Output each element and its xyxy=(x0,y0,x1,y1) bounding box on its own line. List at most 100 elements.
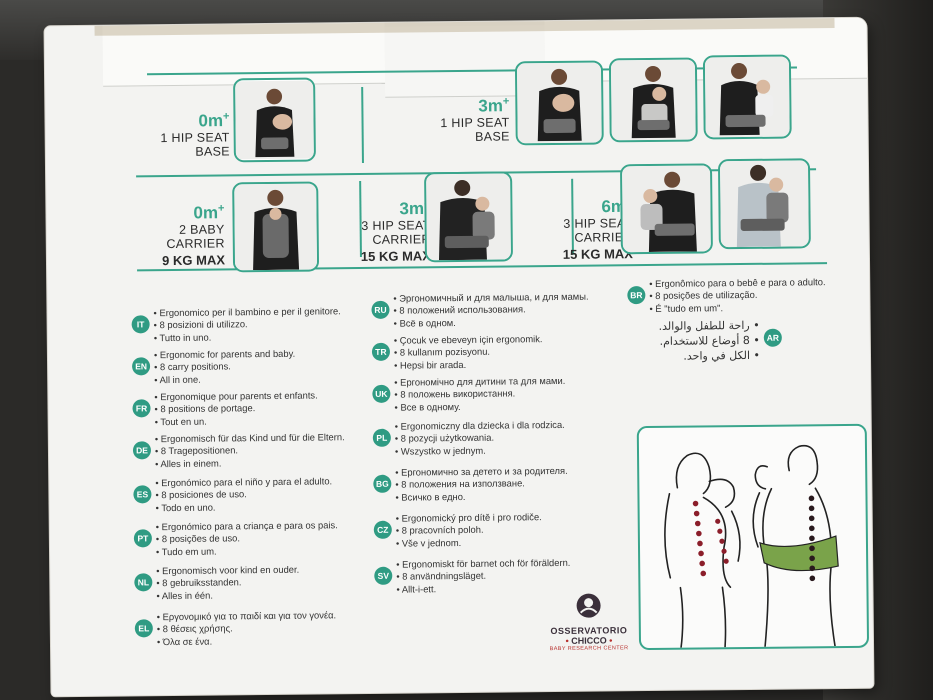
language-text-line: Çocuk ve ebeveyn için ergonomik. xyxy=(399,333,543,346)
language-block: • Эргономичный и для малыша, и для мамы.… xyxy=(393,290,623,330)
language-text: • Όλα σε ένα. xyxy=(156,635,213,647)
language-block: • Ергономично за детето и за родителя. •… xyxy=(395,464,625,504)
language-text-line: 8 pozycji użytkowania. xyxy=(400,432,495,445)
logo-name: OSSERVATORIO xyxy=(550,625,628,637)
language-text-line: Ergonómico para el niño y para el adulto… xyxy=(161,475,333,489)
mode-label: 0m+ 1 HIP SEAT BASE xyxy=(129,110,230,159)
mode-age: 3m xyxy=(399,199,425,219)
language-text-line: 8 posizioni di utilizzo. xyxy=(159,318,248,331)
carrier-photo xyxy=(514,60,604,146)
language-text-line: Ergonomisch für das Kind und für die Elt… xyxy=(160,431,345,445)
carrier-photo xyxy=(608,57,698,143)
language-text: • الكل في واحد. xyxy=(683,348,761,363)
language-code-badge: FR xyxy=(132,399,151,418)
language-text-line: Hepsi bir arada. xyxy=(399,358,467,371)
language-text-line: Tutto in uno. xyxy=(159,331,212,343)
language-text-line: 8 posições de utilização. xyxy=(655,289,758,302)
language-block: • Ergonomický pro dítě i pro rodiče. • 8… xyxy=(396,510,626,550)
language-block: • Ergonómico para el niño y para el adul… xyxy=(155,475,385,515)
language-text-line: Всё в одном. xyxy=(399,316,456,329)
language-text: • Всё в одном. xyxy=(393,316,456,329)
mode-age-suffix: + xyxy=(502,95,510,108)
language-text-line: Всичко в едно. xyxy=(401,490,466,503)
language-text-line: راحة للطفل والوالد. xyxy=(658,318,750,333)
language-block: • Ergonómico para a criança e para os pa… xyxy=(156,519,386,559)
language-text-line: 8 θέσεις χρήσης. xyxy=(162,622,233,635)
language-text: • Tutto in uno. xyxy=(153,331,212,344)
product-box: 0m+ 1 HIP SEAT BASE 3m+ 1 HIP SEAT BASE … xyxy=(44,17,874,697)
mode-line: BASE xyxy=(475,129,510,144)
language-text-line: الكل في واحد. xyxy=(683,348,751,363)
language-text: • Vše v jednom. xyxy=(395,536,462,549)
language-code-badge: EL xyxy=(134,619,153,638)
language-block: • Ergonomisch voor kind en ouder. • 8 ge… xyxy=(156,563,386,603)
carrier-photo xyxy=(424,171,514,263)
mode-label: 3m+ 3 HIP SEAT CARRIER 15 KG MAX xyxy=(328,198,431,264)
language-block: • Ergonômico para o bebê e para o adulto… xyxy=(649,276,859,315)
language-text-line: Όλα σε ένα. xyxy=(162,635,213,647)
mode-label: 6m+ 3 HIP SEAT CARRIER 15 KG MAX xyxy=(530,196,633,262)
language-text-line: Εργονομικό για το παιδί και για τον γονέ… xyxy=(162,609,337,623)
logo-brand: CHICCO xyxy=(571,635,607,646)
mode-max-weight: 9 KG MAX xyxy=(162,252,226,268)
language-text-line: 8 carry positions. xyxy=(159,360,231,373)
language-code-badge: BR xyxy=(627,286,646,305)
mode-line: CARRIER xyxy=(574,229,633,245)
language-text-line: Wszystko w jednym. xyxy=(400,444,486,457)
mode-age-suffix: + xyxy=(222,110,230,123)
language-text-line: 8 posiciones de uso. xyxy=(161,488,247,501)
language-text-line: 8 Tragepositionen. xyxy=(160,444,239,457)
language-text: • Tudo em um. xyxy=(155,545,217,557)
language-text-line: 8 أوضاع للاستخدام. xyxy=(659,333,750,348)
language-text: • Wszystko w jednym. xyxy=(394,444,486,457)
language-text-line: Ergonomique pour parents et enfants. xyxy=(160,389,318,403)
language-text: • É "tudo em um". xyxy=(649,302,724,314)
logo-mark-icon xyxy=(576,593,601,618)
carrier-photo xyxy=(233,77,316,163)
divider-bar xyxy=(361,86,364,164)
brand-logo: OSSERVATORIO • CHICCO • BABY RESEARCH CE… xyxy=(538,592,639,652)
language-text: • راحة للطفل والوالد. xyxy=(658,318,760,333)
language-code-badge: ES xyxy=(133,485,152,504)
language-text-line: Все в одному. xyxy=(400,400,461,413)
language-text-line: Tudo em um. xyxy=(161,545,217,557)
language-text-line: Tout en un. xyxy=(160,415,207,427)
language-block: • Ергономічно для дитини та для мами. • … xyxy=(394,374,624,414)
language-code-badge: UK xyxy=(372,384,391,403)
language-code-badge: RU xyxy=(371,300,390,319)
language-text-line: 8 användningsläget. xyxy=(402,570,487,583)
language-text-line: Ergonomisch voor kind en ouder. xyxy=(162,563,300,577)
carrier-photo xyxy=(619,163,713,255)
mode-max-weight: 15 KG MAX xyxy=(360,247,432,264)
carrier-photo xyxy=(702,54,792,140)
language-block: • Ergonomiczny dla dziecka i dla rodzica… xyxy=(395,418,625,458)
language-block: • Ergonomico per il bambino e per il gen… xyxy=(153,305,383,345)
mode-line: 3 HIP SEAT xyxy=(563,215,633,231)
language-text-line: 8 kullanım pozisyonu. xyxy=(399,346,491,359)
language-block: • Εργονομικό για το παιδί και για τον γο… xyxy=(157,609,387,649)
language-block: • Ergonomiskt för barnet och för förälde… xyxy=(396,556,626,596)
language-block: • راحة للطفل والوالد. • 8 أوضاع للاستخدا… xyxy=(632,318,761,365)
logo-subtitle: BABY RESEARCH CENTER xyxy=(549,645,629,653)
language-text-line: 8 положений использования. xyxy=(399,303,526,317)
language-text-line: 8 positions de portage. xyxy=(160,402,256,415)
language-text-line: 8 gebruiksstanden. xyxy=(162,576,242,589)
mode-line: 1 HIP SEAT xyxy=(440,115,510,130)
language-code-badge: NL xyxy=(134,573,153,592)
language-code-badge: BG xyxy=(373,474,392,493)
language-code-badge: SV xyxy=(374,566,393,585)
language-text: • Hepsi bir arada. xyxy=(394,358,467,371)
mode-line: CARRIER xyxy=(166,236,225,251)
language-text-line: Ергономічно для дитини та для мами. xyxy=(400,374,566,388)
mode-label: 3m+ 1 HIP SEAT BASE xyxy=(407,95,510,144)
language-text-line: Ergonomico per il bambino e per il genit… xyxy=(159,305,341,319)
language-text-line: 8 положень використання. xyxy=(400,387,516,401)
mode-line: 3 HIP SEAT xyxy=(361,217,431,233)
mode-line: BASE xyxy=(195,144,230,159)
language-text: • Todo en uno. xyxy=(155,501,216,513)
language-text-line: É "tudo em um". xyxy=(655,302,724,314)
language-text: • Alles in één. xyxy=(156,589,213,601)
mode-line: 1 HIP SEAT xyxy=(160,130,230,145)
mode-line: CARRIER xyxy=(372,231,431,247)
carrier-photo xyxy=(232,181,320,273)
